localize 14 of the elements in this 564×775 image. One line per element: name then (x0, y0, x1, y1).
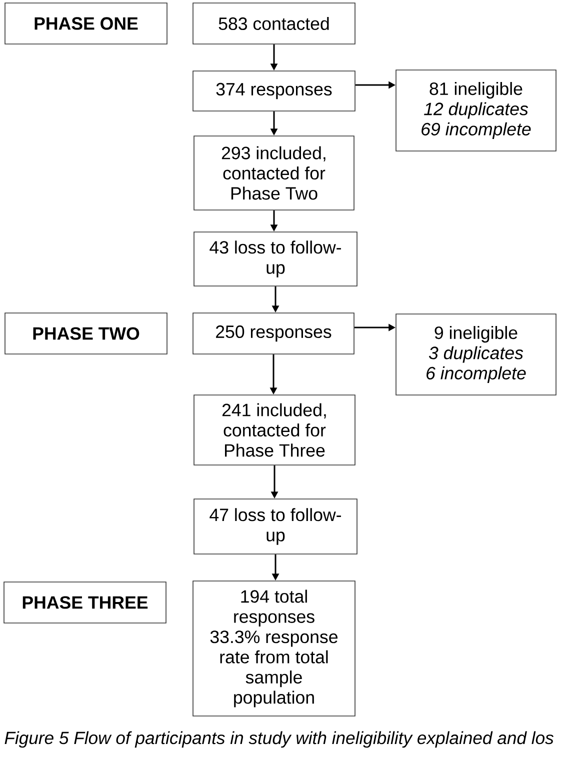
heading-box: PHASE TWO (4, 312, 168, 354)
process-box: 81 ineligible 12 duplicates 69 incomplete (396, 70, 556, 152)
process-box: 43 loss to follow-up (194, 232, 358, 286)
process-box: 374 responses (192, 70, 356, 112)
process-box: 194 total responses 33.3% response rate from total sample population (192, 580, 356, 716)
process-box: 293 included, contacted for Phase Two (194, 136, 354, 210)
process-box: 47 loss to follow-up (194, 498, 358, 554)
heading-box: PHASE ONE (4, 2, 168, 44)
process-box: 241 included, contacted for Phase Three (194, 394, 356, 466)
heading-box: PHASE THREE (4, 582, 166, 624)
process-box: 583 contacted (192, 2, 356, 44)
caption: Figure 5 Flow of participants in study with ineligibility explained and los (4, 731, 554, 748)
process-box: 9 ineligible 3 duplicates 6 incomplete (396, 314, 556, 396)
process-box: 250 responses (192, 312, 354, 354)
